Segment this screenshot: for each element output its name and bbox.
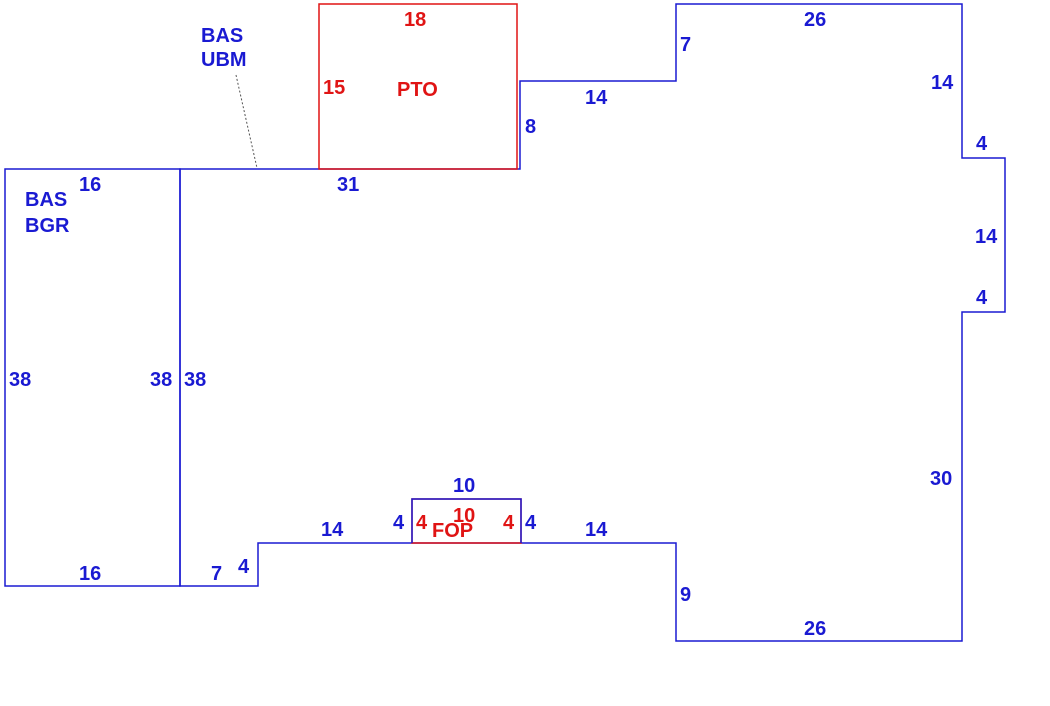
- dim-top-31: 31: [337, 174, 359, 196]
- dim-top-14: 14: [585, 87, 608, 109]
- dim-top-26: 26: [804, 9, 826, 31]
- bgr-dim-top-16: 16: [79, 174, 101, 196]
- fop-top-edge: [411, 498, 522, 543]
- dim-bottom-14-left: 14: [321, 519, 344, 541]
- pto-label: PTO: [397, 79, 438, 101]
- dim-fop-4-right: 4: [525, 512, 537, 534]
- dim-step-4: 4: [238, 556, 250, 578]
- dim-bottom-14-right: 14: [585, 519, 608, 541]
- fop-dim-right: 4: [503, 512, 515, 534]
- pto-outline: [318, 3, 518, 170]
- dim-notch-14: 14: [975, 226, 998, 248]
- pto-dim-side: 15: [323, 77, 345, 99]
- fop-dim-left: 4: [416, 512, 428, 534]
- dim-step-9: 9: [680, 584, 691, 606]
- dim-bottom-26: 26: [804, 618, 826, 640]
- bas-bgr-label-line2: BGR: [25, 215, 70, 237]
- bas-ubm-leader-line: [235, 74, 258, 169]
- dim-step-7: 7: [680, 34, 691, 56]
- dim-fop-10: 10: [453, 475, 475, 497]
- pto-dim-top: 18: [404, 9, 426, 31]
- dim-right-14-top: 14: [931, 72, 954, 94]
- dim-notch-4-bottom: 4: [976, 287, 988, 309]
- bgr-dim-bottom-16: 16: [79, 563, 101, 585]
- bgr-dim-right-38: 38: [150, 369, 172, 391]
- bas-ubm-label-line1: BAS: [201, 25, 243, 47]
- bas-bgr-outline: [4, 168, 181, 587]
- dim-pto-side-8: 8: [525, 116, 536, 138]
- dim-bottom-7: 7: [211, 563, 222, 585]
- dim-right-30: 30: [930, 468, 952, 490]
- bas-ubm-label-line2: UBM: [201, 49, 247, 71]
- dim-notch-4-top: 4: [976, 133, 988, 155]
- dim-left-38: 38: [184, 369, 206, 391]
- dim-fop-4-left: 4: [393, 512, 405, 534]
- fop-dim-width: 10: [453, 505, 475, 527]
- fop-label: FOP: [432, 520, 473, 542]
- bas-bgr-label-line1: BAS: [25, 189, 67, 211]
- bas-main-outline: [179, 3, 1006, 642]
- bgr-dim-left-38: 38: [9, 369, 31, 391]
